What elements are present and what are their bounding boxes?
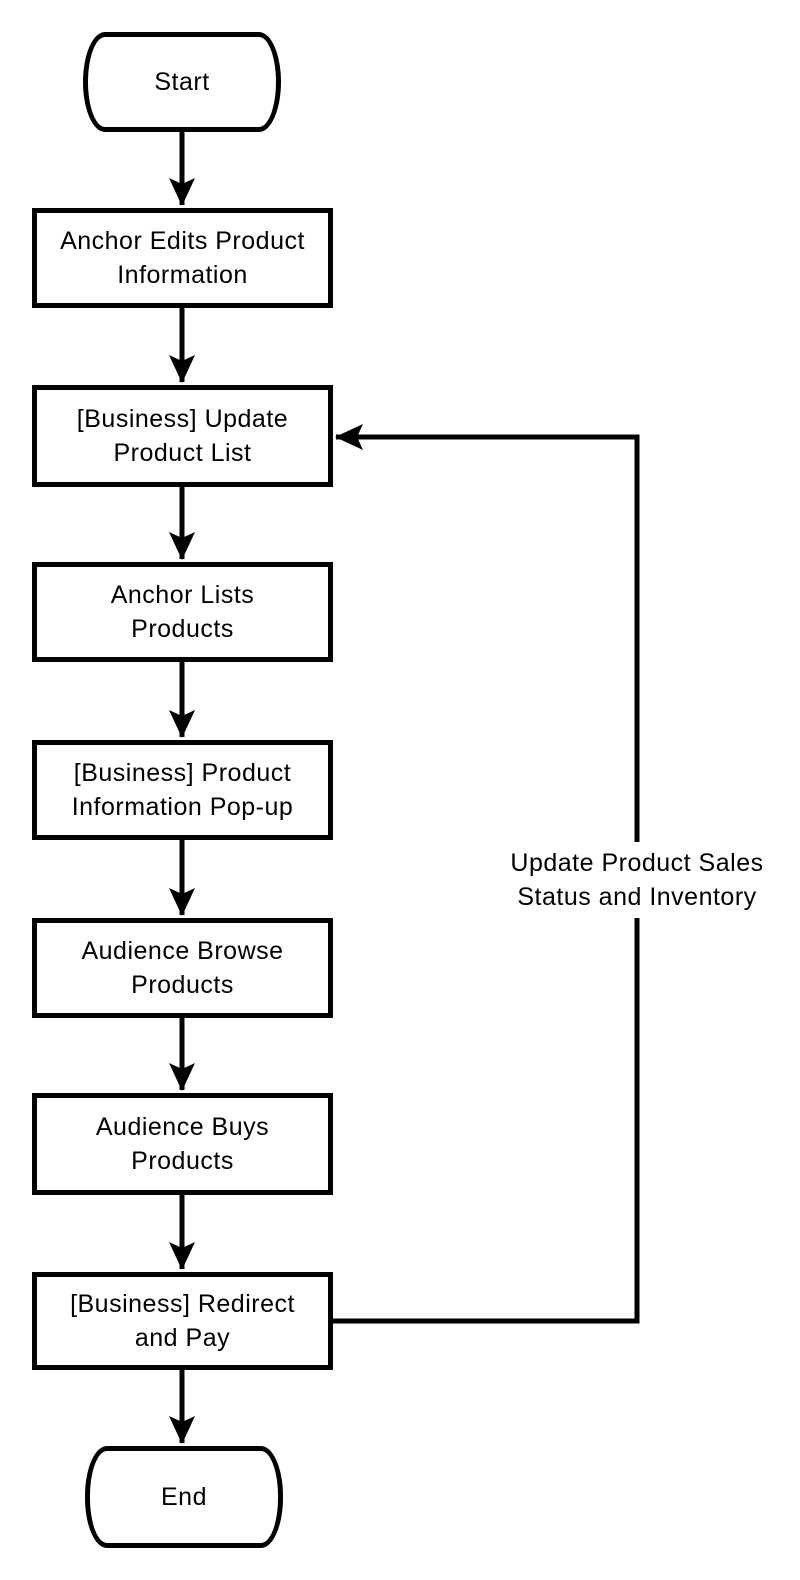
node-start: Start: [83, 32, 281, 132]
node-list-products: Anchor Lists Products: [32, 562, 333, 662]
node-update-product-list: [Business] Update Product List: [32, 385, 333, 487]
node-end-label: End: [161, 1483, 207, 1511]
node-redirect-and-pay: [Business] Redirect and Pay: [32, 1272, 333, 1370]
node-end: End: [85, 1446, 283, 1548]
node-product-info-popup: [Business] Product Information Pop-up: [32, 740, 333, 840]
node-start-label: Start: [154, 68, 210, 96]
loop-edge-label: Update Product Sales Status and Inventor…: [497, 842, 777, 918]
node-update-product-list-label: [Business] Update Product List: [76, 405, 289, 467]
node-browse-products: Audience Browse Products: [32, 918, 333, 1018]
node-buy-products: Audience Buys Products: [32, 1093, 333, 1195]
node-redirect-and-pay-label: [Business] Redirect and Pay: [70, 1290, 295, 1352]
node-edit-product-info: Anchor Edits Product Information: [32, 208, 333, 308]
node-product-info-popup-label: [Business] Product Information Pop-up: [71, 759, 294, 821]
node-edit-product-info-label: Anchor Edits Product Information: [60, 227, 305, 289]
node-browse-products-label: Audience Browse Products: [81, 937, 284, 999]
node-list-products-label: Anchor Lists Products: [110, 581, 255, 643]
node-buy-products-label: Audience Buys Products: [95, 1113, 270, 1175]
